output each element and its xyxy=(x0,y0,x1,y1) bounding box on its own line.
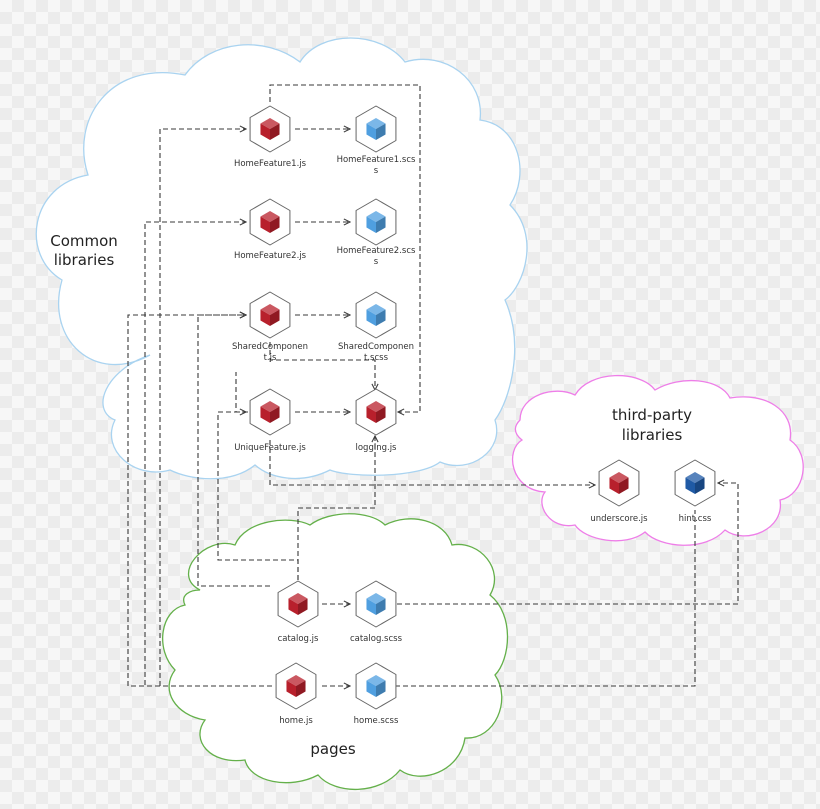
third-party-libraries-label: third-party xyxy=(612,406,692,424)
home-js-node[interactable]: home.js xyxy=(275,662,317,726)
shared-component-js-label: SharedComponen xyxy=(232,342,308,352)
unique-feature-js-label: UniqueFeature.js xyxy=(234,443,306,453)
home-scss-label: home.scss xyxy=(354,716,399,726)
js-cube-icon xyxy=(249,291,291,339)
logging-js-label: logging.js xyxy=(356,443,398,453)
js-cube-icon xyxy=(277,580,319,628)
home-feature2-scss-label-line2: s xyxy=(374,257,379,267)
home-feature2-js-label: HomeFeature2.js xyxy=(234,251,307,261)
unique-feature-js-node[interactable]: UniqueFeature.js xyxy=(234,388,306,453)
hint-css-label: hint.css xyxy=(679,514,712,524)
third-party-libraries-cloud xyxy=(512,374,804,546)
js-cube-icon xyxy=(275,662,317,710)
scss-cube-icon xyxy=(355,580,397,628)
home-feature2-scss-node[interactable]: HomeFeature2.scs s xyxy=(337,198,416,267)
connector-home-to-hint xyxy=(395,510,696,687)
js-cube-icon xyxy=(249,198,291,246)
home-feature1-js-label: HomeFeature1.js xyxy=(234,159,307,169)
home-js-label: home.js xyxy=(279,716,313,726)
dependency-connectors xyxy=(127,84,739,687)
home-feature1-scss-label: HomeFeature1.scs xyxy=(337,155,416,165)
catalog-js-node[interactable]: catalog.js xyxy=(277,580,319,644)
js-cube-icon xyxy=(598,459,640,507)
connector-uniquefeature-to-underscore xyxy=(235,372,595,485)
home-feature1-scss-label-line2: s xyxy=(374,166,379,176)
scss-cube-icon xyxy=(355,105,397,153)
scss-cube-icon xyxy=(355,198,397,246)
home-feature2-js-node[interactable]: HomeFeature2.js xyxy=(234,198,307,261)
logging-js-node[interactable]: logging.js xyxy=(355,388,398,453)
underscore-js-label: underscore.js xyxy=(590,514,648,524)
home-feature2-scss-label: HomeFeature2.scs xyxy=(337,246,416,256)
connector-catalog-to-uniquefeature xyxy=(217,412,299,580)
home-scss-node[interactable]: home.scss xyxy=(354,662,399,726)
common-libraries-label-line2: libraries xyxy=(54,251,115,269)
js-cube-icon xyxy=(249,105,291,153)
shared-component-scss-node[interactable]: SharedComponen t.scss xyxy=(338,291,414,363)
pages-label: pages xyxy=(310,740,355,758)
js-cube-icon xyxy=(355,388,397,436)
shared-component-scss-label-line2: t.scss xyxy=(364,353,389,363)
connector-catalog-to-hint xyxy=(397,483,739,605)
connector-sharedcomponent-to-logging xyxy=(269,342,375,390)
connector-homefeature1-to-logging xyxy=(269,84,421,412)
scss-cube-icon xyxy=(355,662,397,710)
shared-component-js-node[interactable]: SharedComponen t.js xyxy=(232,291,308,363)
connector-home-to-homefeature2 xyxy=(144,222,272,687)
pages-cloud xyxy=(162,513,509,791)
catalog-scss-label: catalog.scss xyxy=(350,634,403,644)
js-cube-icon xyxy=(249,388,291,436)
third-party-libraries-label-line2: libraries xyxy=(622,426,683,444)
common-libraries-cloud xyxy=(35,37,528,480)
module-nodes: HomeFeature1.js HomeFeature1.scs s HomeF… xyxy=(232,105,716,726)
underscore-js-node[interactable]: underscore.js xyxy=(590,459,648,524)
scss-cube-icon xyxy=(355,291,397,339)
shared-component-js-label-line2: t.js xyxy=(264,353,277,363)
hint-css-node[interactable]: hint.css xyxy=(674,459,716,524)
connector-catalog-to-logging xyxy=(297,436,375,580)
common-libraries-label: Common xyxy=(50,232,118,250)
home-feature1-js-node[interactable]: HomeFeature1.js xyxy=(234,105,307,169)
catalog-scss-node[interactable]: catalog.scss xyxy=(350,580,403,644)
shared-component-scss-label: SharedComponen xyxy=(338,342,414,352)
home-feature1-scss-node[interactable]: HomeFeature1.scs s xyxy=(337,105,416,176)
css-cube-icon xyxy=(674,459,716,507)
connector-catalog-to-sharedcomponent xyxy=(197,315,270,587)
catalog-js-label: catalog.js xyxy=(278,634,319,644)
connector-home-to-sharedcomponent xyxy=(127,315,272,687)
